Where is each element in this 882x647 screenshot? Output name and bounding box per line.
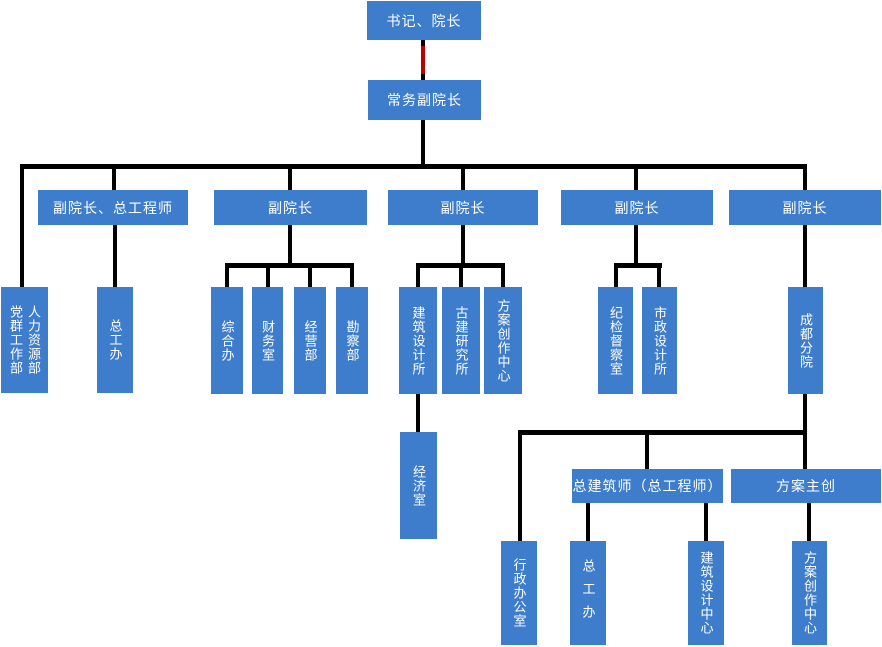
- connector-vp2-bar: [225, 263, 354, 268]
- connector-vp3-stub-ancient-arch: [459, 263, 463, 287]
- connector-vp2-stub-survey: [350, 263, 354, 287]
- node-scheme-lead-label: 方案主创: [776, 478, 836, 494]
- connector-vp3-drop: [461, 225, 465, 263]
- node-vp4-label: 副院长: [614, 199, 660, 216]
- node-business-dept-label: 经营部: [302, 319, 318, 362]
- connector-vp4-drop: [634, 225, 638, 263]
- node-architectural-design-institute[interactable]: 建筑设计所: [399, 287, 437, 394]
- connector-president-stub-top: [421, 40, 425, 46]
- node-vp2-label: 副院长: [268, 199, 313, 216]
- node-exec-vp-label: 常务副院长: [387, 92, 462, 108]
- connector-trunk-to-vp2: [288, 169, 292, 190]
- node-survey-dept-label: 勘察部: [344, 319, 360, 362]
- connector-vp5-to-chengdu: [803, 225, 807, 287]
- node-president[interactable]: 书记、院长: [367, 1, 481, 40]
- node-vp2[interactable]: 副院长: [214, 190, 367, 225]
- connector-stub-admin-office: [518, 430, 522, 541]
- node-discipline-inspection-office-label: 纪检督察室: [608, 305, 623, 376]
- connector-chiefarchitect-to-design-center: [704, 503, 708, 541]
- connector-trunk-to-vp4: [634, 169, 638, 190]
- node-vp3-label: 副院长: [440, 199, 486, 216]
- node-vp5[interactable]: 副院长: [729, 190, 881, 225]
- connector-vp3-stub-scheme-center: [501, 263, 505, 287]
- node-chief-architect[interactable]: 总建筑师（总工程师）: [572, 469, 723, 503]
- connector-chiefarchitect-to-chief-eng-office: [586, 503, 590, 541]
- connector-trunk-to-vp3: [461, 169, 465, 190]
- node-vp4[interactable]: 副院长: [561, 190, 713, 225]
- node-economy-office-label: 经济室: [411, 464, 426, 507]
- connector-vpce-to-chief-eng-office: [113, 225, 117, 287]
- node-chengdu-branch[interactable]: 成都分院: [788, 287, 823, 394]
- node-general-office-label: 综合办: [219, 319, 235, 362]
- connector-president-execvp-red: [421, 46, 425, 74]
- node-scheme-lead[interactable]: 方案主创: [731, 469, 881, 503]
- node-business-dept[interactable]: 经营部: [294, 287, 326, 394]
- connector-execvp-drop: [421, 120, 425, 164]
- node-economy-office[interactable]: 经济室: [400, 432, 437, 539]
- connector-vp4-stub-municipal: [657, 263, 661, 287]
- node-chengdu-branch-label: 成都分院: [798, 312, 813, 369]
- node-municipal-design-institute[interactable]: 市政设计所: [642, 287, 677, 394]
- node-scheme-creation-center-branch-label: 方案创作中心: [802, 551, 817, 635]
- node-architectural-design-institute-label: 建筑设计所: [410, 305, 426, 376]
- connector-trunk: [20, 164, 807, 169]
- node-chief-engineer-office[interactable]: 总工办: [97, 287, 133, 393]
- node-vp5-label: 副院长: [782, 199, 828, 216]
- connector-schemelead-to-creation-center: [807, 503, 811, 541]
- connector-president-stub-bottom: [421, 74, 425, 80]
- connector-trunk-to-party-hr: [20, 164, 24, 287]
- node-survey-dept[interactable]: 勘察部: [336, 287, 368, 394]
- node-chief-engineer-office-branch-label: 总工办: [580, 558, 596, 628]
- connector-vp2-stub-business: [308, 263, 312, 287]
- connector-vp4-stub-discipline: [614, 263, 618, 287]
- connector-vp2-drop: [288, 225, 292, 263]
- node-scheme-creation-center-label: 方案创作中心: [495, 298, 511, 383]
- connector-chengdu-bar: [518, 430, 807, 435]
- connector-vp2-stub-finance: [266, 263, 270, 287]
- node-scheme-creation-center[interactable]: 方案创作中心: [484, 287, 522, 394]
- connector-trunk-to-vp-chief-engineer: [112, 169, 116, 190]
- node-party-mass-and-hr[interactable]: 党群工作部 人力资源部: [1, 287, 48, 393]
- node-architectural-design-center-label: 建筑设计中心: [698, 551, 714, 635]
- node-vp-chief-engineer-label: 副院长、总工程师: [53, 199, 173, 216]
- connector-archdesign-to-economy: [416, 394, 420, 432]
- node-finance-office-label: 财务室: [260, 319, 275, 362]
- connector-trunk-to-vp5: [803, 169, 807, 190]
- node-admin-office[interactable]: 行政办公室: [501, 541, 537, 645]
- node-vp-chief-engineer[interactable]: 副院长、总工程师: [38, 190, 188, 225]
- node-municipal-design-institute-label: 市政设计所: [652, 305, 667, 376]
- node-discipline-inspection-office[interactable]: 纪检督察室: [598, 287, 633, 394]
- node-architectural-design-center[interactable]: 建筑设计中心: [688, 541, 724, 645]
- node-scheme-creation-center-branch[interactable]: 方案创作中心: [792, 541, 827, 645]
- connector-vp2-stub-general-office: [225, 263, 229, 287]
- connector-vp4-bar: [614, 263, 662, 268]
- node-hr-label: 人力资源部: [26, 305, 41, 375]
- node-party-mass-label: 党群工作部: [8, 305, 23, 375]
- node-admin-office-label: 行政办公室: [511, 558, 527, 628]
- node-president-label: 书记、院长: [386, 12, 462, 29]
- node-ancient-architecture-institute[interactable]: 古建研究所: [442, 287, 480, 394]
- connector-stub-chief-architect: [645, 434, 649, 469]
- connector-vp3-stub-arch-design: [416, 263, 420, 287]
- node-general-office[interactable]: 综合办: [211, 287, 243, 394]
- node-chief-architect-label: 总建筑师（总工程师）: [572, 478, 723, 494]
- node-vp3[interactable]: 副院长: [388, 190, 538, 225]
- node-ancient-architecture-institute-label: 古建研究所: [453, 305, 469, 376]
- node-exec-vp[interactable]: 常务副院长: [368, 80, 481, 120]
- node-finance-office[interactable]: 财务室: [252, 287, 283, 394]
- node-chief-engineer-office-label: 总工办: [107, 319, 123, 361]
- node-chief-engineer-office-branch[interactable]: 总工办: [570, 541, 606, 645]
